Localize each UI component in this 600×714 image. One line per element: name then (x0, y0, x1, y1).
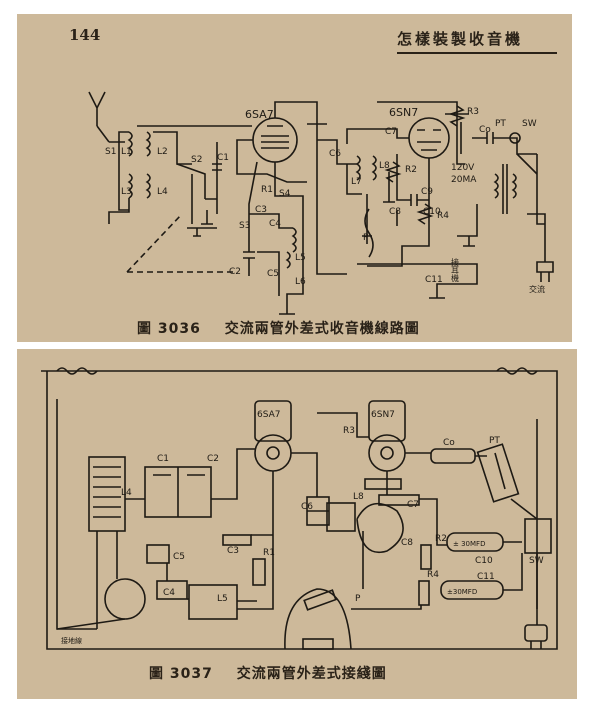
schematic-panel: 144 怎樣裝製收音機 (17, 14, 572, 342)
label-ac: 交流 (529, 284, 545, 294)
label-c1: C1 (217, 153, 229, 163)
label-c9: C9 (421, 187, 433, 197)
label-l1: L1 (121, 147, 132, 157)
label-l4: L4 (121, 488, 132, 498)
label-ground: 接地線 (61, 636, 82, 645)
label-r2: R2 (435, 534, 447, 544)
running-head: 怎樣裝製收音機 (397, 30, 524, 48)
wiring-diagram: 6SA7 6SN7 R3 PT SW Co C1 C2 C3 C4 C5 C6 … (41, 367, 558, 650)
coil-block (88, 456, 126, 532)
schematic-diagram: 6SA7 6SN7 S1 S2 S3 S4 SW PT L1 L2 L3 L4 … (88, 91, 554, 315)
label-l5: L5 (295, 253, 306, 263)
gang-capacitor (144, 466, 212, 518)
ac-plug (524, 624, 548, 649)
label-c11: C11 (425, 275, 443, 285)
label-c8: C8 (401, 538, 413, 548)
figure-bottom-caption: 圖 3037 交流兩管外差式接綫圖 (149, 663, 387, 683)
power-transformer-symbol (493, 164, 517, 214)
label-s4: S4 (279, 189, 291, 199)
label-c4: C4 (163, 588, 175, 598)
label-c11-value: ±30MFD (447, 588, 477, 596)
label-l2: L2 (157, 147, 168, 157)
figure-bottom-caption-number: 圖 3037 (149, 666, 213, 682)
antenna-symbol (88, 91, 106, 126)
label-c2: C2 (207, 454, 219, 464)
label-c11: C11 (477, 572, 495, 582)
label-r4: R4 (427, 570, 439, 580)
label-c10-value: ± 30MFD (453, 540, 485, 548)
label-s3: S3 (239, 221, 250, 231)
label-l7: L7 (351, 177, 362, 187)
label-sw: SW (529, 556, 544, 566)
label-p: P (363, 233, 369, 243)
label-6sa7: 6SA7 (257, 410, 281, 420)
label-l8: L8 (379, 161, 390, 171)
label-c6: C6 (301, 502, 313, 512)
figure-top-caption-number: 圖 3036 (137, 321, 201, 337)
label-c3: C3 (255, 205, 267, 215)
label-p: P (355, 594, 361, 604)
label-c2: C2 (229, 267, 241, 277)
label-r1: R1 (261, 185, 273, 195)
ac-plug-symbol (536, 261, 554, 282)
wiring-panel: 6SA7 6SN7 R3 PT SW Co C1 C2 C3 C4 C5 C6 … (17, 349, 577, 699)
label-r3: R3 (343, 426, 355, 436)
label-c5: C5 (173, 552, 185, 562)
figure-top-caption-text: 交流兩管外差式收音機線路圖 (224, 321, 420, 337)
label-l5: L5 (217, 594, 228, 604)
label-l4: L4 (157, 187, 168, 197)
label-co: Co (479, 125, 491, 135)
label-co: Co (443, 438, 455, 448)
label-earphone: 接耳機 (451, 257, 460, 283)
label-c8: C8 (389, 207, 401, 217)
page-number: 144 (69, 26, 101, 44)
label-r1: R1 (263, 548, 275, 558)
coil-l1-l2 (127, 131, 151, 199)
label-pt: PT (495, 119, 506, 129)
label-c5: C5 (267, 269, 279, 279)
figure-top-caption: 圖 3036 交流兩管外差式收音機線路圖 (137, 318, 420, 338)
label-s1: S1 (105, 147, 116, 157)
label-c6: C6 (329, 149, 341, 159)
label-c10: C10 (423, 207, 441, 217)
label-c1: C1 (157, 454, 169, 464)
label-l8: L8 (353, 492, 364, 502)
label-pt: PT (489, 436, 500, 446)
label-s2: S2 (191, 155, 202, 165)
label-l3: L3 (121, 187, 132, 197)
tube-6sn7-symbol (408, 117, 450, 159)
label-c10: C10 (475, 556, 493, 566)
header-rule (397, 52, 557, 54)
label-r3: R3 (467, 107, 479, 117)
power-transformer (476, 443, 520, 503)
label-r4: R4 (437, 211, 449, 221)
label-6sn7: 6SN7 (389, 106, 418, 119)
label-c7: C7 (407, 500, 419, 510)
label-voltage: 120V (451, 163, 475, 173)
label-sw: SW (522, 119, 537, 129)
label-6sn7: 6SN7 (371, 410, 395, 420)
figure-bottom-caption-text: 交流兩管外差式接綫圖 (236, 666, 387, 682)
label-c3: C3 (227, 546, 239, 556)
label-6sa7: 6SA7 (245, 108, 274, 121)
label-l6: L6 (295, 277, 306, 287)
label-current: 20MA (451, 175, 477, 185)
label-r2: R2 (405, 165, 417, 175)
label-c4: C4 (269, 219, 281, 229)
label-c7: C7 (385, 127, 397, 137)
